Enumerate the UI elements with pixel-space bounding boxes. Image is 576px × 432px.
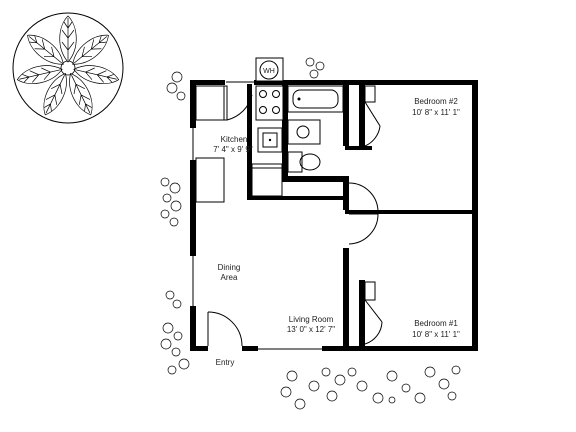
bath-fixtures (287, 85, 344, 173)
kitchen-dims: 7' 4" x 9' 9" (213, 145, 253, 154)
stove-icon (255, 85, 284, 121)
bath-sink-icon (287, 119, 321, 145)
living-dims: 13' 0" x 12' 7" (287, 325, 335, 334)
living-label: Living Room (289, 315, 334, 324)
counter (195, 85, 225, 121)
kitchen-label: Kitchen (221, 135, 248, 144)
toilet-icon (299, 153, 321, 171)
bedroom2-label: Bedroom #2 (414, 97, 458, 106)
bedroom2-dims: 10' 8" x 11' 1" (412, 108, 460, 117)
bedroom1-label: Bedroom #1 (414, 319, 458, 328)
tree-icon (12, 12, 124, 124)
exterior-walls (190, 80, 478, 351)
entry-label: Entry (216, 358, 235, 367)
dining-label: Dining (218, 263, 241, 272)
water-heater-label: WH (263, 68, 275, 75)
windows (192, 80, 476, 350)
toilet-tank (287, 151, 303, 173)
interior-walls (247, 84, 475, 350)
kitchen-fixtures: WH (195, 57, 284, 203)
shrub-icon (160, 57, 461, 410)
bedroom1-dims: 10' 8" x 11' 1" (412, 330, 460, 339)
refrigerator-icon (251, 163, 283, 197)
doors (207, 85, 383, 347)
closets (364, 85, 376, 301)
dining-label-2: Area (221, 273, 238, 282)
room-labels: Kitchen 7' 4" x 9' 9" Bedroom #2 10' 8" … (213, 97, 460, 367)
cabinet (195, 157, 225, 203)
